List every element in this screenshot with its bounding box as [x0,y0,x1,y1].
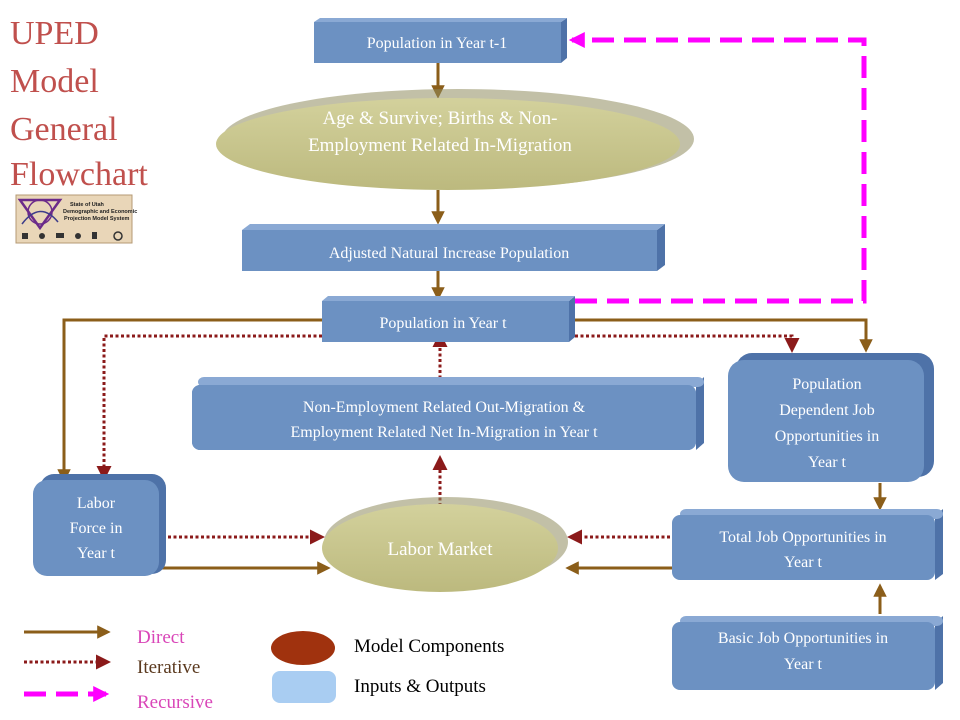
legend-direct-label: Direct [137,627,185,648]
legend: Direct Iterative Recursive Model Compone… [24,625,504,713]
node-pop-year-t-minus-1: Population in Year t-1 [314,18,567,63]
node-total-jobs: Total Job Opportunities in Year t [672,509,943,580]
node-net-migration-line-2: Employment Related Net In-Migration in Y… [290,424,598,441]
node-pop-t-label: Population in Year t [379,315,507,332]
node-labor-force-line-1: Labor [77,495,116,512]
node-age-survive: Age & Survive; Births & Non- Employment … [216,89,694,190]
node-total-jobs-line-2: Year t [784,554,822,571]
legend-io-swatch [272,671,336,703]
node-pop-dependent-jobs: Population Dependent Job Opportunities i… [728,353,934,482]
logo-text-3: Projection Model System [64,216,130,222]
node-total-jobs-line-1: Total Job Opportunities in [719,529,886,546]
node-labor-market-label: Labor Market [388,539,494,560]
node-adjusted-natural-increase: Adjusted Natural Increase Population [242,224,665,271]
logo-text-1: State of Utah [70,202,105,208]
title-line-4: Flowchart [10,156,148,193]
node-age-survive-line-1: Age & Survive; Births & Non- [323,108,558,129]
edge-pop-t-to-dependent-iter [575,334,800,353]
node-dependent-line-1: Population [792,376,861,393]
legend-iterative-label: Iterative [137,657,200,678]
title-line-1: UPED [10,15,99,52]
edge-pop-t-to-dependent-jobs [575,318,873,353]
edges-direct [57,63,887,614]
logo-text-2: Demographic and Economic [63,209,137,215]
node-dependent-line-4: Year t [808,454,846,471]
edges-recursive [568,31,867,304]
edges-iterative [96,332,800,545]
edge-pop-t-recursive-to-pop-t1 [568,31,867,304]
legend-model-component-swatch [271,631,335,665]
node-pop-year-t: Population in Year t [322,296,575,342]
node-basic-jobs-line-2: Year t [784,656,822,673]
node-net-migration: Non-Employment Related Out-Migration & E… [192,377,704,450]
node-labor-force: Labor Force in Year t [33,474,166,576]
node-dependent-line-2: Dependent Job [779,402,875,419]
node-pop-t-minus-1-label: Population in Year t-1 [367,35,507,52]
legend-recursive-label: Recursive [137,692,213,713]
node-labor-force-line-2: Force in [70,520,123,537]
uped-logo: State of Utah Demographic and Economic P… [15,194,137,244]
node-dependent-line-3: Opportunities in [775,428,879,445]
page-title: UPED Model General Flowchart [10,15,148,193]
node-age-survive-line-2: Employment Related In-Migration [308,135,572,156]
logo-icons [22,231,123,241]
legend-inputs-outputs-label: Inputs & Outputs [354,676,486,697]
node-basic-jobs-line-1: Basic Job Opportunities in [718,630,888,647]
legend-model-components-label: Model Components [354,636,504,657]
node-adjusted-natural-label: Adjusted Natural Increase Population [329,245,569,262]
node-net-migration-line-1: Non-Employment Related Out-Migration & [303,399,586,416]
title-line-2: Model [10,63,99,100]
title-line-3: General [10,111,118,148]
edge-pop-t-to-labor-force [57,318,322,483]
node-labor-force-line-3: Year t [77,545,115,562]
node-labor-market: Labor Market [322,497,568,592]
node-basic-jobs: Basic Job Opportunities in Year t [672,616,943,690]
edge-pop-t-to-labor-force-iter [96,334,322,481]
